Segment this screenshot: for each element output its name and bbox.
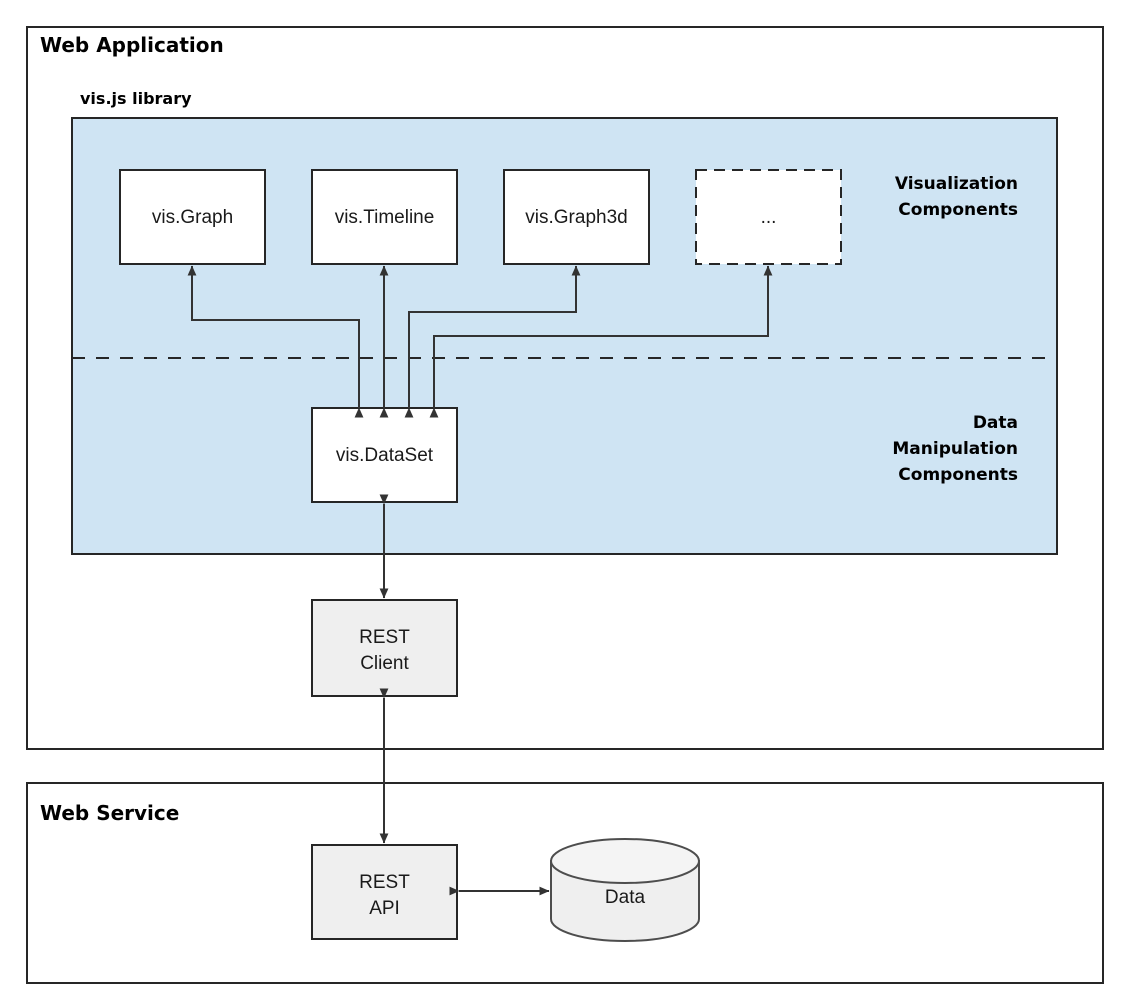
node-more-components-label: ... — [761, 207, 777, 228]
node-rest-client-label-line2: Client — [360, 653, 409, 674]
node-vis-graph3d-label: vis.Graph3d — [525, 207, 627, 228]
node-vis-timeline-label: vis.Timeline — [335, 207, 435, 228]
connector-vis-graph-dataset — [187, 265, 364, 418]
vis-js-library-label: vis.js library — [80, 89, 192, 108]
connector-more-components-dataset — [429, 265, 773, 418]
node-rest-client-label-line1: REST — [359, 627, 410, 648]
node-vis-graph3d[interactable] — [503, 169, 650, 265]
node-vis-graph[interactable] — [119, 169, 266, 265]
node-rest-api[interactable] — [311, 844, 458, 940]
node-rest-api-label-line2: API — [369, 898, 400, 919]
data-manipulation-label-line3: Components — [898, 465, 1018, 485]
node-rest-client[interactable] — [311, 599, 458, 697]
data-manipulation-label-line1: Data — [973, 413, 1018, 433]
data-store-top — [550, 838, 700, 884]
visualization-components-label-line2: Components — [898, 200, 1018, 220]
web-application-title: Web Application — [40, 33, 224, 57]
node-data-store[interactable]: Data — [550, 838, 700, 942]
web-service-title: Web Service — [40, 801, 179, 825]
node-vis-graph-label: vis.Graph — [152, 207, 233, 228]
node-vis-timeline[interactable] — [311, 169, 458, 265]
data-manipulation-label-line2: Manipulation — [892, 439, 1018, 459]
node-more-components[interactable] — [695, 169, 842, 265]
node-data-store-label: Data — [605, 887, 646, 908]
node-rest-api-label-line1: REST — [359, 872, 410, 893]
node-vis-dataset-label: vis.DataSet — [336, 445, 434, 466]
visualization-components-label-line1: Visualization — [895, 174, 1018, 194]
